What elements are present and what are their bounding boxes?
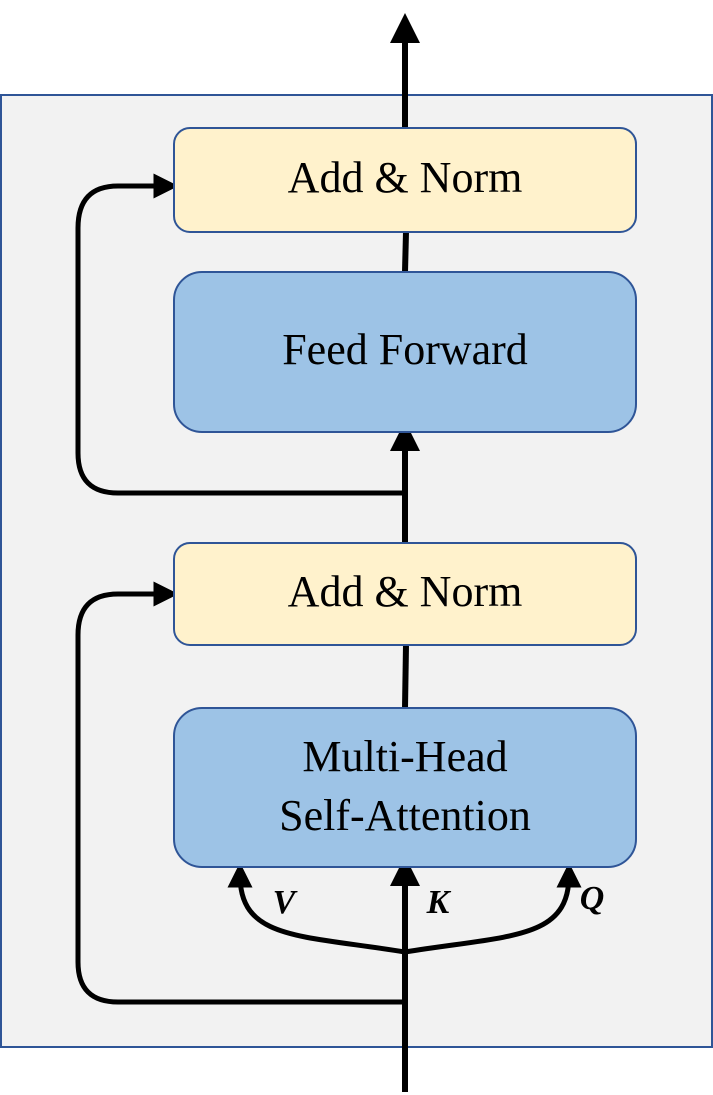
attention-label-line2: Self-Attention bbox=[279, 791, 531, 840]
attn-to-addnorm-line bbox=[402, 644, 409, 709]
feed-forward-block: Feed Forward bbox=[173, 271, 637, 433]
add-norm-top-block: Add & Norm bbox=[173, 127, 637, 233]
multi-head-attention-block: Multi-Head Self-Attention bbox=[173, 707, 637, 868]
add-norm-bottom-block: Add & Norm bbox=[173, 542, 637, 646]
residual-bottom bbox=[75, 581, 405, 1005]
add-norm-bottom-label: Add & Norm bbox=[288, 567, 523, 616]
input-v-label: V bbox=[273, 884, 298, 921]
input-q-label: Q bbox=[580, 880, 605, 917]
attention-label-line1: Multi-Head bbox=[302, 732, 507, 781]
input-q-curve bbox=[404, 862, 582, 955]
add-norm-top-label: Add & Norm bbox=[288, 153, 523, 202]
input-k-label: K bbox=[426, 884, 452, 921]
residual-top bbox=[75, 173, 405, 496]
ff-to-addnorm-line bbox=[402, 231, 409, 273]
input-v-curve bbox=[227, 862, 406, 955]
feed-forward-label: Feed Forward bbox=[282, 325, 528, 374]
